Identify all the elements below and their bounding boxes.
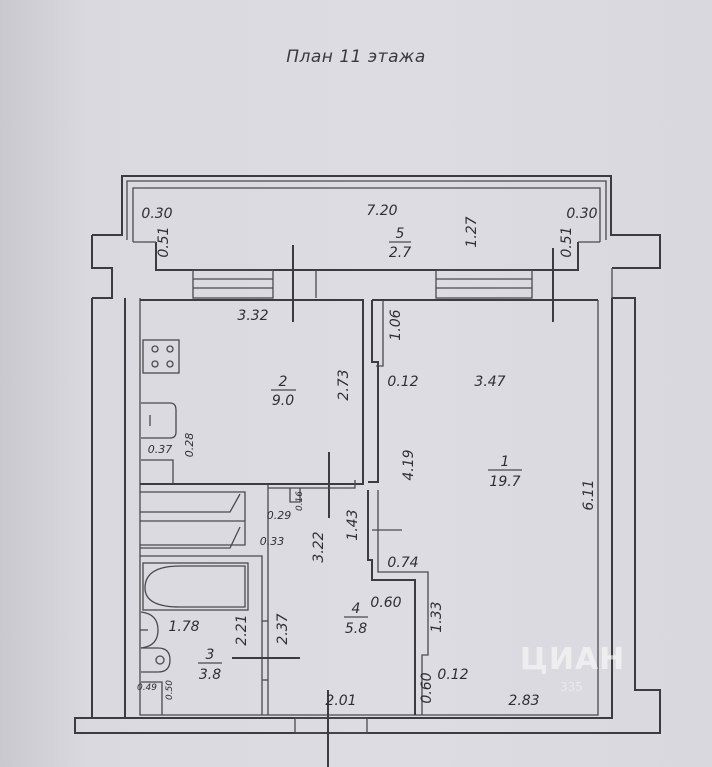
svg-text:2.83: 2.83 [508, 693, 539, 709]
plan-title: План 11 этажа [286, 47, 426, 67]
room-label-2: 2 9.0 [271, 374, 296, 409]
svg-text:0.49: 0.49 [137, 683, 157, 693]
balcony-frame [91, 175, 661, 271]
room-label-1: 1 19.7 [488, 454, 522, 490]
svg-text:2.21: 2.21 [234, 614, 250, 645]
dimension-labels: 7.20 1.27 0.30 0.30 0.51 0.51 3.32 2.7 3 … [137, 203, 598, 709]
bathroom-block [140, 480, 363, 715]
room-labels: 5 2.7 2 9.0 1 19.7 4 5.8 3 3.8 [198, 226, 522, 683]
svg-text:0.12: 0.12 [437, 667, 468, 683]
svg-text:0.50: 0.50 [165, 680, 175, 700]
svg-text:1.43: 1.43 [345, 509, 361, 540]
svg-text:2.73: 2.73 [336, 369, 352, 400]
svg-text:0.28: 0.28 [183, 433, 196, 458]
outer-walls [74, 267, 661, 734]
svg-text:6.11: 6.11 [581, 479, 597, 510]
svg-text:5.8: 5.8 [345, 621, 367, 637]
room-label-3: 3 3.8 [198, 647, 222, 683]
svg-text:0.60: 0.60 [419, 672, 435, 703]
svg-text:4: 4 [352, 601, 361, 617]
kitchen-room [140, 299, 364, 518]
svg-text:7.20: 7.20 [366, 203, 397, 219]
svg-text:0.33: 0.33 [260, 535, 285, 548]
svg-text:0.29: 0.29 [267, 509, 292, 522]
svg-text:3.32: 3.32 [237, 308, 268, 324]
svg-text:0.37: 0.37 [148, 443, 173, 456]
svg-text:2.37: 2.37 [275, 613, 291, 644]
svg-text:0.51: 0.51 [559, 226, 575, 257]
svg-text:0.30: 0.30 [566, 206, 597, 222]
svg-text:0.30: 0.30 [141, 206, 172, 222]
svg-text:0.74: 0.74 [387, 555, 418, 571]
svg-text:4.19: 4.19 [401, 449, 417, 480]
svg-text:2: 2 [279, 374, 288, 390]
room-label-4: 4 5.8 [344, 601, 368, 637]
svg-text:1.78: 1.78 [168, 619, 199, 635]
svg-text:0.51: 0.51 [156, 226, 172, 257]
svg-text:5: 5 [396, 226, 405, 242]
svg-text:0.12: 0.12 [387, 374, 418, 390]
living-room [367, 299, 598, 715]
watermark-id: 335 [560, 680, 583, 694]
svg-text:1: 1 [501, 454, 510, 470]
svg-text:0.60: 0.60 [370, 595, 401, 611]
svg-text:1.27: 1.27 [464, 216, 480, 247]
svg-text:19.7: 19.7 [489, 474, 520, 490]
svg-text:1.33: 1.33 [429, 601, 445, 632]
svg-text:2.01: 2.01 [325, 693, 356, 709]
svg-text:1.06: 1.06 [388, 309, 404, 340]
svg-text:3: 3 [206, 647, 215, 663]
watermark-logo: ЦИАН [520, 642, 626, 677]
svg-text:3.47: 3.47 [474, 374, 505, 390]
svg-text:3.8: 3.8 [199, 667, 221, 683]
room-label-5: 5 2.7 [389, 226, 411, 261]
svg-text:2.7: 2.7 [389, 245, 411, 261]
svg-text:9.0: 9.0 [272, 393, 294, 409]
svg-text:0.16: 0.16 [295, 491, 305, 511]
entrance-door [294, 690, 368, 767]
svg-text:3.22: 3.22 [311, 531, 327, 562]
